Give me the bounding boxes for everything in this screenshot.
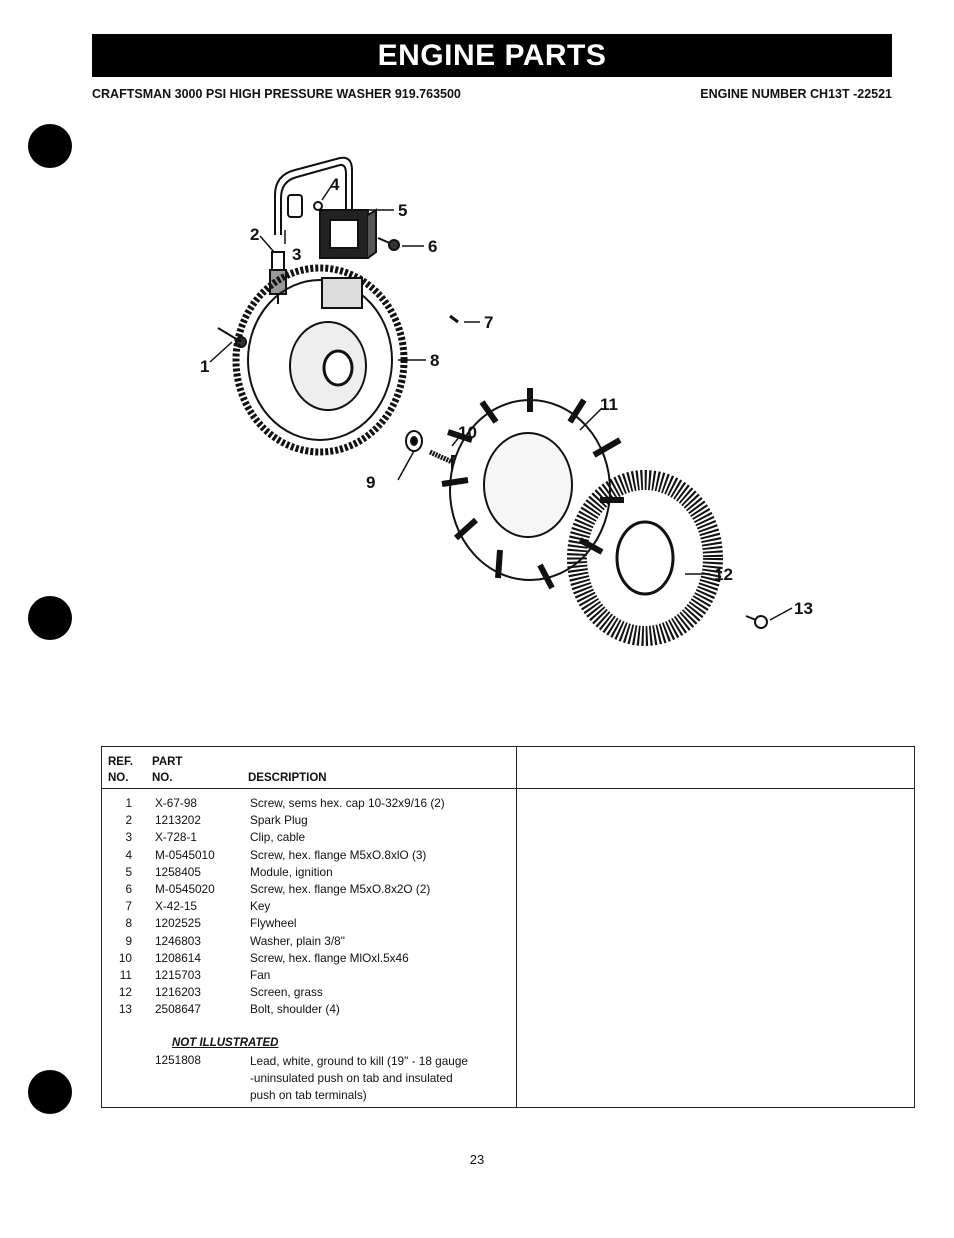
header-ref-line1: REF.: [108, 756, 133, 768]
part-description: Screw, sems hex. cap 10-32x9/16 (2): [250, 796, 445, 810]
ignition-module-drawing: [319, 208, 377, 259]
page-title: ENGINE PARTS: [92, 34, 892, 77]
table-row: 11 1215703 Fan: [102, 967, 516, 984]
callout-9: 9: [366, 473, 375, 492]
part-number: X-42-15: [155, 899, 197, 914]
header-part-line2: NO.: [152, 772, 173, 784]
part-number: M-0545010: [155, 847, 215, 862]
model-line: CRAFTSMAN 3000 PSI HIGH PRESSURE WASHER …: [92, 87, 461, 101]
table-row: 13 2508647 Bolt, shoulder (4): [102, 1001, 516, 1018]
part-description: Screen, grass: [250, 985, 323, 1000]
part-description: Screw, hex. flange M5xO.8xlO (3): [250, 847, 427, 862]
part-number: 1246803: [155, 933, 201, 948]
part-description: Key: [250, 899, 271, 914]
header-description: DESCRIPTION: [248, 772, 327, 784]
header-ref-line2: NO.: [108, 772, 129, 784]
part-number: 1258405: [155, 864, 201, 879]
table-body: 1 X-67-98 Screw, sems hex. cap 10-32x9/16 …: [102, 795, 516, 1018]
callout-13: 13: [794, 599, 813, 618]
ref-number: 11: [119, 967, 132, 982]
part-number: 1216203: [155, 985, 201, 1000]
table-row: 7 X-42-15 Key: [102, 898, 516, 915]
ref-number: 9: [125, 933, 132, 948]
ref-number: 12: [118, 985, 132, 1000]
table-row: 2 1213202 Spark Plug: [102, 812, 516, 829]
part-description: Bolt, shoulder (4): [250, 1002, 340, 1017]
part-number: M-0545020: [155, 881, 215, 896]
ref-number: 7: [125, 899, 132, 914]
not-illustrated-desc-line: push on tab terminals): [250, 1088, 367, 1103]
callout-5: 5: [398, 201, 407, 220]
table-row: 9 1246803 Washer, plain 3/8": [102, 933, 516, 950]
header-part-line1: PART: [152, 756, 183, 768]
binder-hole-bottom: [28, 1070, 72, 1114]
engine-number: ENGINE NUMBER CH13T -22521: [700, 87, 892, 101]
table-row: 4 M-0545010 Screw, hex. flange M5xO.8xlO (…: [102, 847, 516, 864]
ref-number: 6: [125, 881, 132, 896]
ref-number: 2: [125, 813, 132, 828]
table-row: 12 1216203 Screen, grass: [102, 984, 516, 1001]
callout-3: 3: [292, 245, 301, 264]
part-description: Screw, hex. flange MlOxl.5x46: [250, 950, 409, 965]
part-number: 1202525: [155, 916, 201, 931]
not-illustrated-heading: NOT ILLUSTRATED: [172, 1037, 279, 1049]
callout-6: 6: [428, 237, 437, 256]
part-description: Fan: [250, 967, 271, 982]
not-illustrated-part-number: 1251808: [155, 1053, 201, 1067]
callout-11: 11: [600, 395, 618, 414]
part-description: Module, ignition: [250, 864, 333, 879]
exploded-parts-diagram: 1 2 3 4 5 6 7 8 9 10 11 12 13: [200, 156, 813, 646]
part-description: Spark Plug: [250, 813, 308, 828]
callout-leaders: [209, 184, 793, 621]
binder-hole-top: [28, 124, 72, 168]
flywheel-drawing: [232, 264, 408, 456]
not-illustrated-description: Lead, white, ground to kill (19" - 18 ga…: [250, 1053, 510, 1105]
part-description: Washer, plain 3/8": [250, 933, 345, 948]
callout-2: 2: [250, 225, 259, 244]
ref-number: 5: [125, 864, 132, 879]
ref-number: 4: [125, 847, 132, 862]
table-row: 8 1202525 Flywheel: [102, 915, 516, 932]
ref-number: 8: [125, 916, 132, 931]
page-number: 23: [469, 1152, 485, 1167]
table-row: 10 1208614 Screw, hex. flange MlOxl.5x46: [102, 950, 516, 967]
part-description: Flywheel: [250, 916, 297, 931]
screw-drawings: [313, 201, 459, 324]
part-description: Screw, hex. flange M5xO.8x2O (2): [250, 881, 431, 896]
table-row: 1 X-67-98 Screw, sems hex. cap 10-32x9/16 …: [102, 795, 516, 812]
table-header-rule: [102, 788, 914, 789]
callout-8: 8: [430, 351, 439, 370]
not-illustrated-desc-line: Lead, white, ground to kill (19" - 18 ga…: [250, 1054, 468, 1068]
grass-screen-drawing: [567, 470, 723, 646]
ref-number: 1: [125, 796, 132, 810]
ref-number: 13: [118, 1002, 132, 1017]
callout-4: 4: [330, 175, 340, 194]
part-number: 2508647: [155, 1002, 201, 1017]
table-row: 5 1258405 Module, ignition: [102, 864, 516, 881]
callout-12: 12: [714, 565, 733, 584]
not-illustrated-desc-line: -uninsulated push on tab and insulated: [250, 1071, 453, 1086]
part-number: 1215703: [155, 967, 201, 982]
part-description: Clip, cable: [250, 830, 306, 845]
ref-number: 10: [118, 950, 132, 965]
callout-10: 10: [458, 423, 477, 442]
part-number: X-67-98: [155, 796, 197, 810]
callout-1: 1: [200, 357, 209, 376]
ignition-cable-drawing: [274, 156, 353, 235]
part-number: 1213202: [155, 813, 201, 828]
table-row: 6 M-0545020 Screw, hex. flange M5xO.8x2O (…: [102, 881, 516, 898]
table-column-divider: [516, 747, 517, 1107]
ref-number: 3: [125, 830, 132, 845]
fan-drawing: [441, 388, 624, 590]
callout-7: 7: [484, 313, 493, 332]
shoulder-bolt-drawing: [745, 615, 768, 629]
table-row: 3 X-728-1 Clip, cable: [102, 829, 516, 846]
part-number: 1208614: [155, 950, 201, 965]
part-number: X-728-1: [155, 830, 197, 845]
binder-hole-middle: [28, 596, 72, 640]
